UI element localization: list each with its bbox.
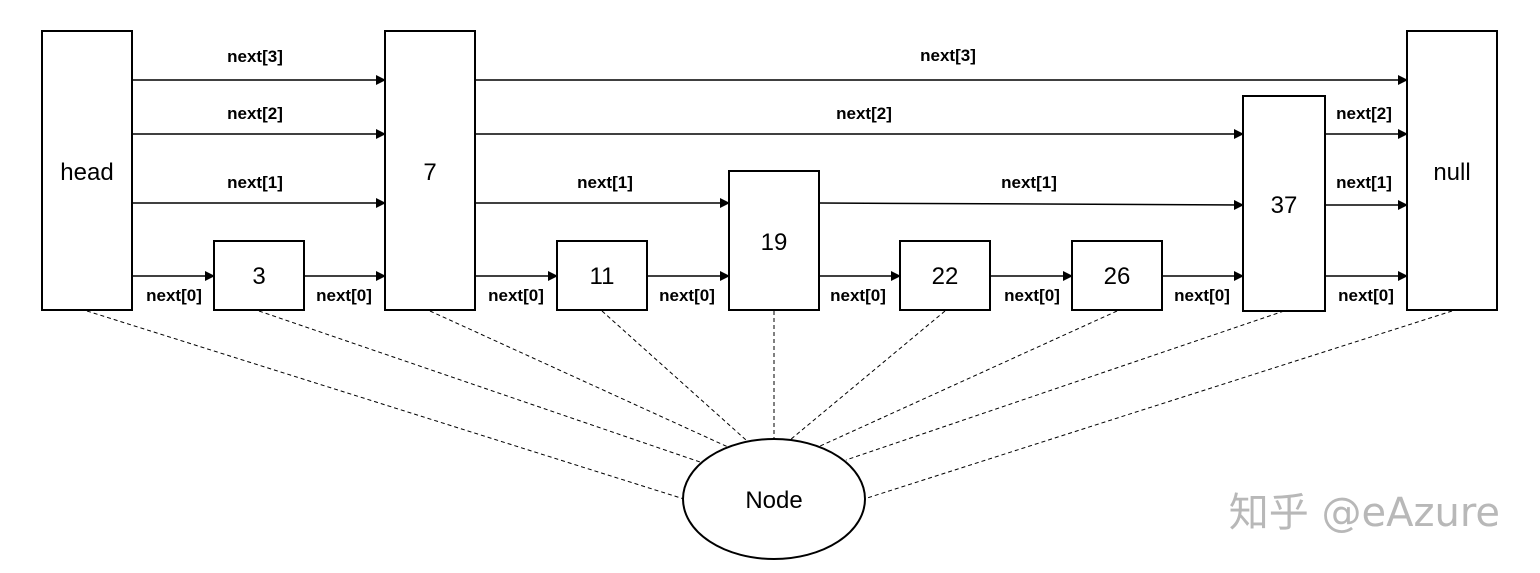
node-7-label: 7 xyxy=(423,159,436,186)
watermark-text: 知乎 @eAzure xyxy=(1229,490,1500,536)
label-7-next1: next[1] xyxy=(577,173,633,192)
node-type-ellipse: Node xyxy=(682,438,866,560)
node-3: 3 xyxy=(213,240,305,311)
node-head-label: head xyxy=(60,159,113,186)
label-19-next0: next[0] xyxy=(830,286,886,305)
node-head: head xyxy=(41,30,133,311)
node-37: 37 xyxy=(1242,95,1326,312)
label-19-next1: next[1] xyxy=(1001,173,1057,192)
label-7-next3: next[3] xyxy=(920,46,976,65)
node-7: 7 xyxy=(384,30,476,311)
node-11: 11 xyxy=(556,240,648,311)
label-37-next1: next[1] xyxy=(1336,173,1392,192)
node-37-label: 37 xyxy=(1271,192,1298,219)
label-7-next0: next[0] xyxy=(488,286,544,305)
pointer-arrows xyxy=(132,75,1408,281)
label-head-next1: next[1] xyxy=(227,173,283,192)
node-null-label: null xyxy=(1433,159,1470,186)
node-22: 22 xyxy=(899,240,991,311)
node-19: 19 xyxy=(728,170,820,311)
node-26-label: 26 xyxy=(1104,263,1131,290)
node-type-connectors xyxy=(86,310,1453,500)
label-head-next2: next[2] xyxy=(227,104,283,123)
label-head-next0: next[0] xyxy=(146,286,202,305)
node-26: 26 xyxy=(1071,240,1163,311)
label-head-next3: next[3] xyxy=(227,47,283,66)
node-22-label: 22 xyxy=(932,263,959,290)
label-3-next0: next[0] xyxy=(316,286,372,305)
node-3-label: 3 xyxy=(252,263,265,290)
node-type-label: Node xyxy=(745,487,802,514)
node-19-label: 19 xyxy=(761,229,788,256)
node-null: null xyxy=(1406,30,1498,311)
label-37-next0: next[0] xyxy=(1338,286,1394,305)
label-26-next0: next[0] xyxy=(1174,286,1230,305)
node-11-label: 11 xyxy=(590,263,615,290)
label-7-next2: next[2] xyxy=(836,104,892,123)
pointer-labels: next[3] next[3] next[2] next[2] next[2] … xyxy=(146,46,1394,305)
label-37-next2: next[2] xyxy=(1336,104,1392,123)
label-22-next0: next[0] xyxy=(1004,286,1060,305)
label-11-next0: next[0] xyxy=(659,286,715,305)
